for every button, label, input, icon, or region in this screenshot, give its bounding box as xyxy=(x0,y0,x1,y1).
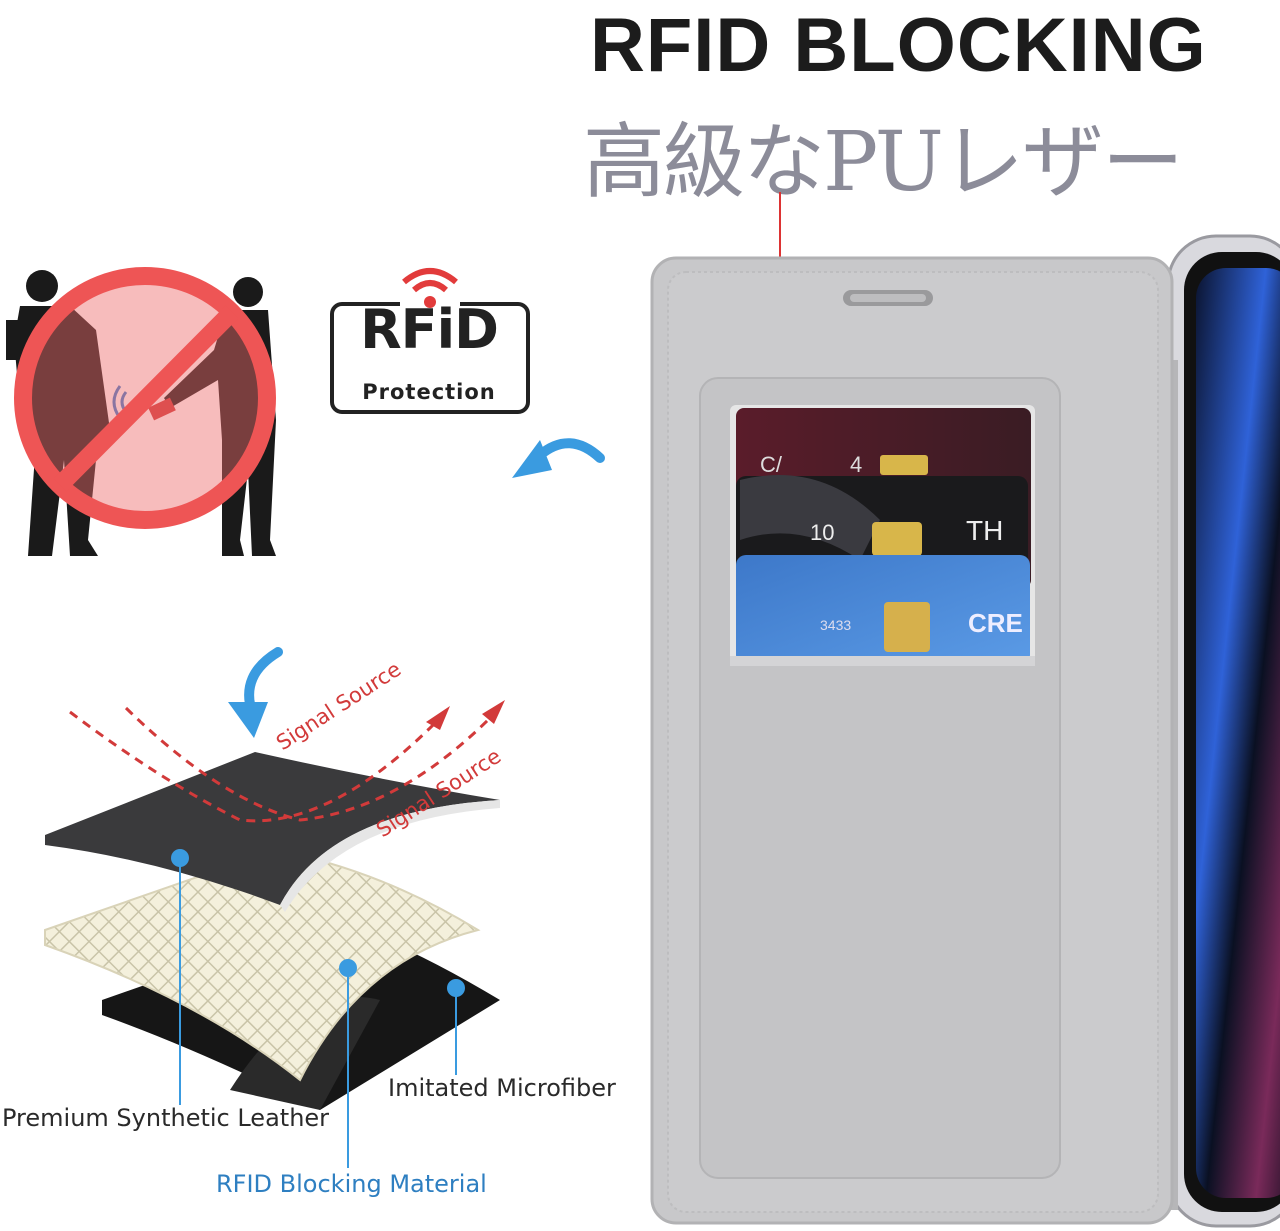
svg-text:C/: C/ xyxy=(760,452,783,477)
svg-text:10: 10 xyxy=(810,520,834,545)
svg-text:TH: TH xyxy=(966,515,1003,546)
subheadline: 高級なPUレザー xyxy=(583,115,1184,210)
label-microfiber: Imitated Microfiber xyxy=(388,1074,616,1102)
badge-subtitle: Protection xyxy=(362,380,496,404)
phone-image xyxy=(1166,234,1280,1228)
cards: C/ 4 TH 10 CRE 3433 xyxy=(730,408,1035,666)
arrow-curve-down-icon xyxy=(228,647,283,738)
signal-paths xyxy=(69,700,505,823)
headline: RFID BLOCKING xyxy=(590,3,1207,88)
svg-text:CRE: CRE xyxy=(968,608,1023,638)
rfid-badge-frame xyxy=(330,268,530,414)
label-synthetic-leather: Premium Synthetic Leather xyxy=(2,1104,330,1132)
arrow-curve-left-icon xyxy=(512,438,605,478)
svg-text:4: 4 xyxy=(850,452,862,477)
pointer-dots xyxy=(171,849,465,997)
svg-text:3433: 3433 xyxy=(820,617,851,633)
rfid-badge: RFiD Protection xyxy=(330,270,528,412)
no-theft-icon xyxy=(6,267,276,556)
layer-stack xyxy=(44,752,500,1110)
badge-title: RFiD xyxy=(360,298,499,361)
folio-case xyxy=(650,256,1178,1225)
layer-pointers xyxy=(179,860,457,1168)
label-rfid-blocking: RFID Blocking Material xyxy=(216,1170,487,1198)
wifi-signal-icon xyxy=(402,268,458,308)
